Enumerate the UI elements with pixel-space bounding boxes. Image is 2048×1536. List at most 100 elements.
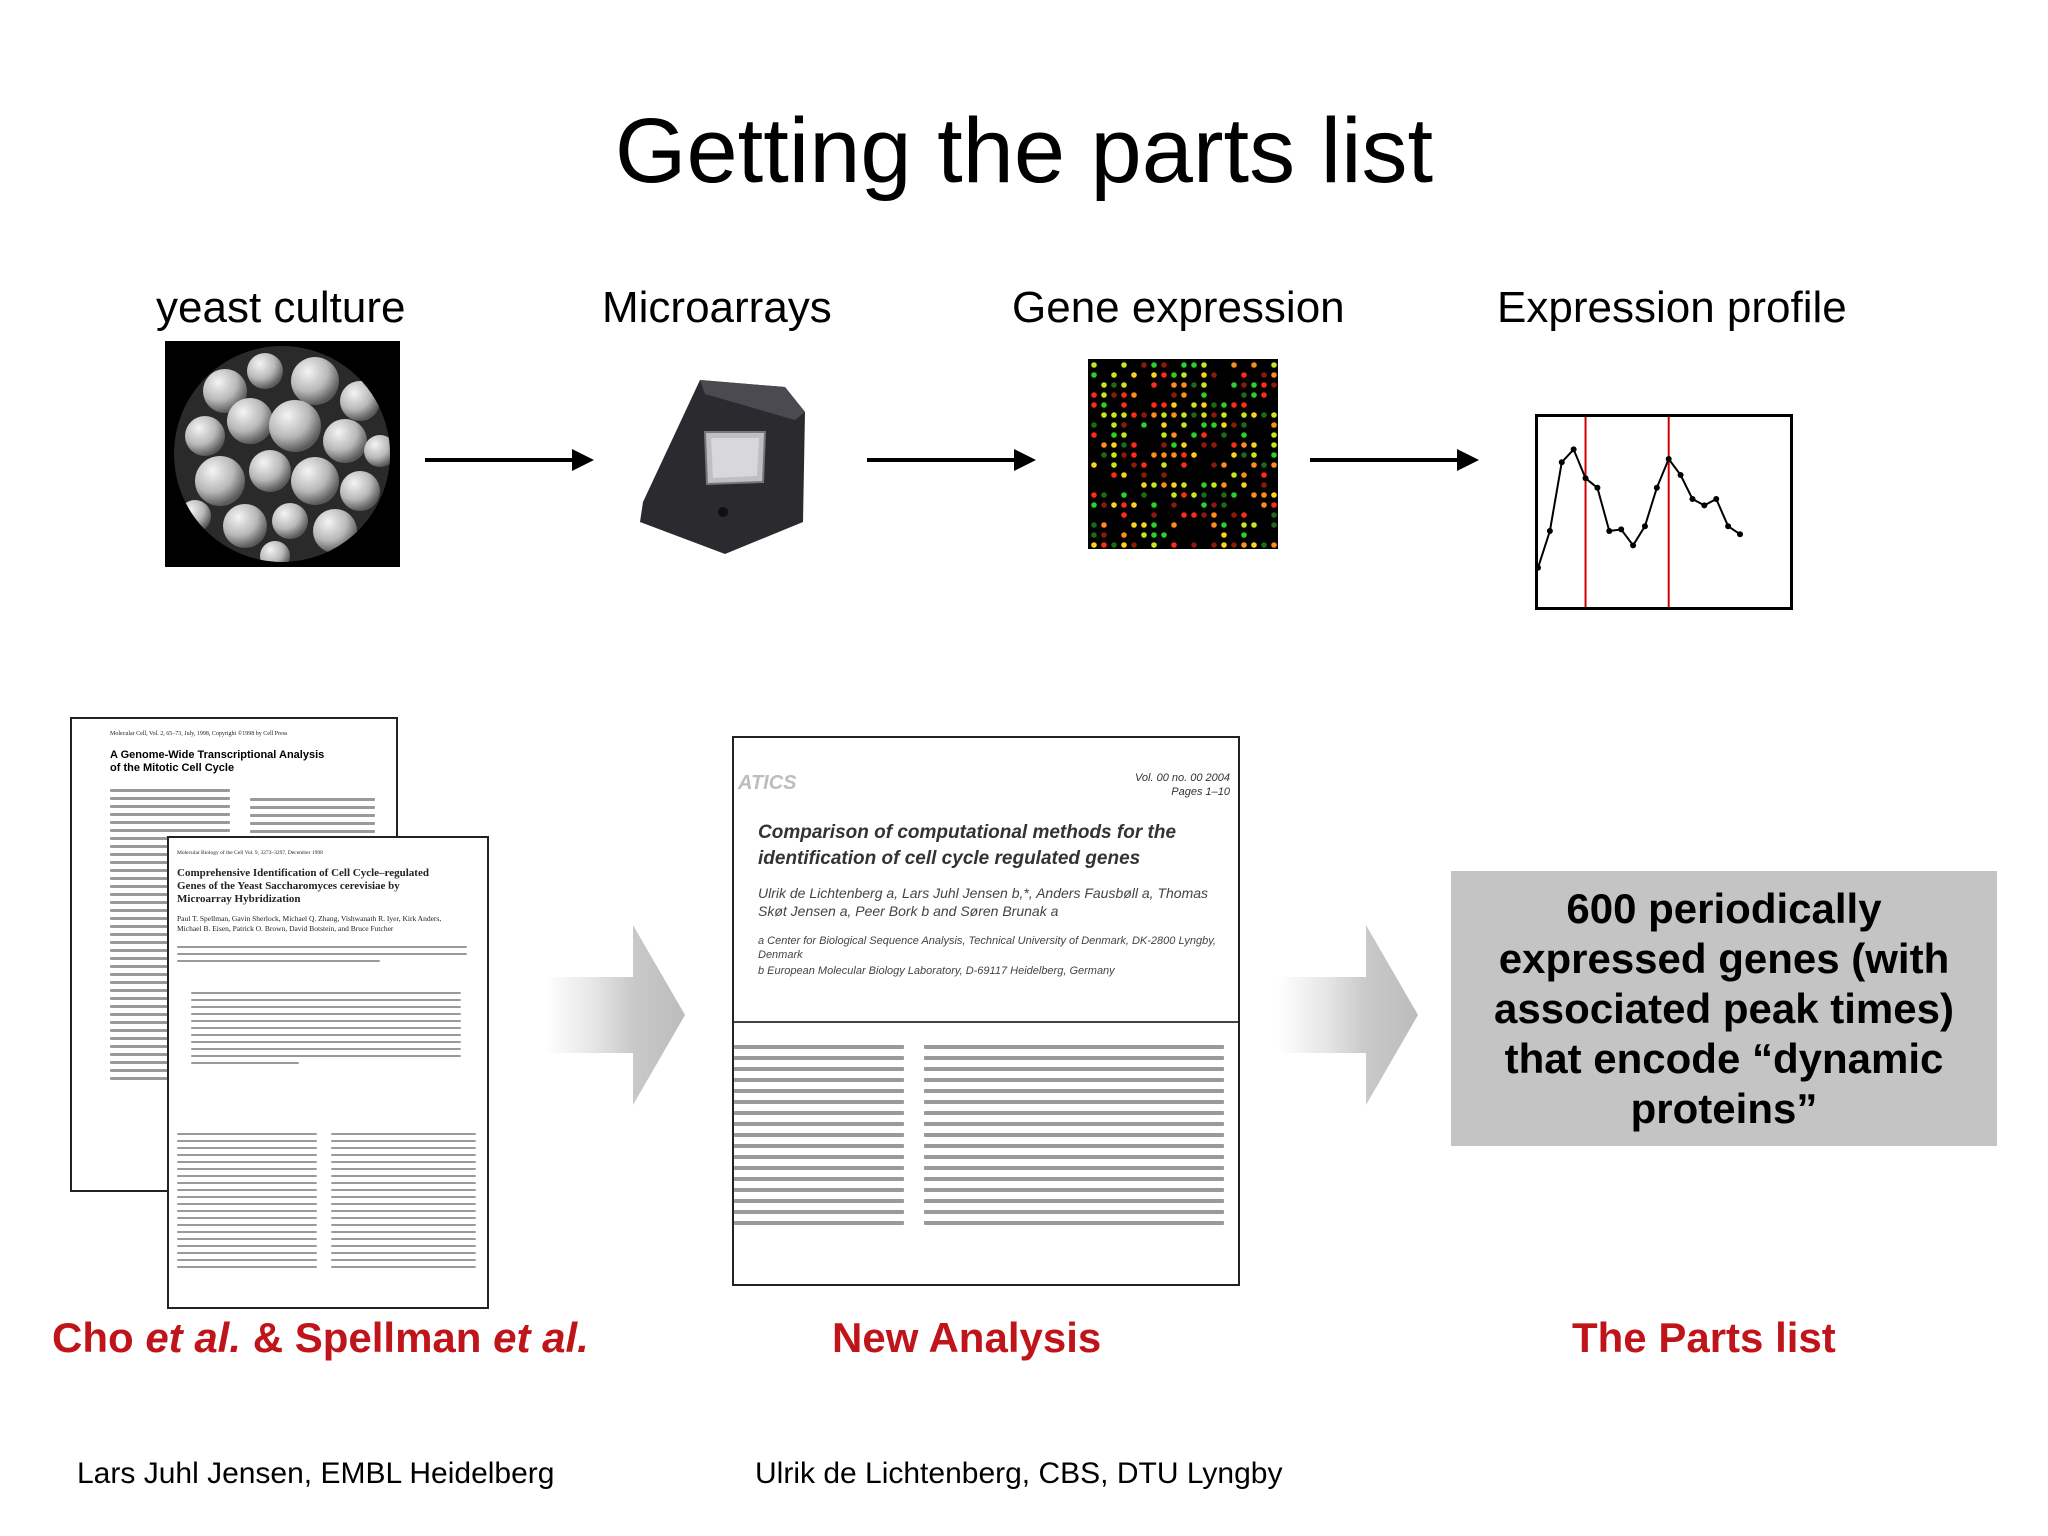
- expression-profile-point: [1570, 446, 1577, 453]
- paper-cho-header: Molecular Cell, Vol. 2, 65–73, July, 199…: [110, 731, 288, 737]
- microarray-spot: [1151, 482, 1157, 488]
- paper-spellman-body-right: [331, 1128, 476, 1273]
- microarray-spot: [1101, 522, 1107, 528]
- microarray-spot: [1141, 532, 1147, 538]
- microarray-spot: [1121, 382, 1127, 388]
- paper-spellman-body-left: [177, 1128, 317, 1273]
- microarray-spot: [1111, 382, 1117, 388]
- arrow-right-icon: [867, 449, 1036, 471]
- microarray-spot: [1271, 462, 1277, 468]
- stage-label-expression-profile: Expression profile: [1497, 283, 1847, 332]
- stage-label-yeast-culture: yeast culture: [156, 283, 406, 332]
- microarray-spot: [1111, 372, 1117, 378]
- microarray-spot: [1151, 542, 1157, 548]
- microarray-spot: [1111, 392, 1117, 398]
- microarray-spot: [1241, 372, 1247, 378]
- paper-new-analysis-title: Comparison of computational methods for …: [758, 822, 1177, 869]
- microarray-spot: [1201, 392, 1207, 398]
- microarray-spot: [1111, 472, 1117, 478]
- microarray-spot: [1261, 372, 1267, 378]
- microarray-spot: [1171, 542, 1177, 548]
- microarray-spot: [1231, 452, 1237, 458]
- microarray-spot: [1201, 402, 1207, 408]
- parts-list-result-box: 600 periodically expressed genes (with a…: [1451, 871, 1997, 1146]
- label-cho-text: Cho: [52, 1314, 146, 1361]
- microarray-spot: [1101, 532, 1107, 538]
- microarray-spot: [1181, 422, 1187, 428]
- microarray-spot: [1181, 482, 1187, 488]
- microarray-spot: [1091, 522, 1097, 528]
- microarray-spot: [1241, 472, 1247, 478]
- microarray-spot: [1241, 402, 1247, 408]
- microarray-spot: [1171, 412, 1177, 418]
- expression-profile-point: [1594, 484, 1601, 491]
- microarray-spot: [1231, 492, 1237, 498]
- microarray-spot: [1251, 412, 1257, 418]
- microarray-spot: [1241, 412, 1247, 418]
- microarray-spot: [1101, 542, 1107, 548]
- microarray-spot: [1181, 512, 1187, 518]
- paper-spellman-title: Comprehensive Identification of Cell Cyc…: [177, 867, 429, 905]
- expression-profile-point: [1582, 475, 1589, 482]
- microarray-spot: [1201, 422, 1207, 428]
- microarray-spot: [1091, 532, 1097, 538]
- microarray-spot: [1181, 412, 1187, 418]
- microarray-spot: [1141, 462, 1147, 468]
- microarray-spot: [1141, 412, 1147, 418]
- microarray-spot: [1121, 422, 1127, 428]
- microarray-spot: [1271, 512, 1277, 518]
- microarray-spot: [1211, 412, 1217, 418]
- microarray-spot: [1251, 452, 1257, 458]
- gray-arrow-icon: [545, 925, 685, 1105]
- microarray-spot: [1191, 362, 1197, 368]
- microarray-spot: [1121, 362, 1127, 368]
- microarray-spot: [1211, 482, 1217, 488]
- microarray-spot: [1131, 522, 1137, 528]
- microarray-spot: [1171, 372, 1177, 378]
- microarray-spot: [1231, 362, 1237, 368]
- microarray-spot: [1121, 442, 1127, 448]
- expression-profile-point: [1535, 564, 1541, 571]
- microarray-spot: [1111, 432, 1117, 438]
- microarray-spot: [1241, 482, 1247, 488]
- microarray-spot: [1191, 432, 1197, 438]
- microarray-spot: [1181, 372, 1187, 378]
- arrow-right-icon: [425, 449, 594, 471]
- microarray-spot: [1211, 422, 1217, 428]
- microarray-spot: [1111, 412, 1117, 418]
- microarray-spot: [1131, 502, 1137, 508]
- microarray-spot: [1161, 472, 1167, 478]
- microarray-spot: [1141, 482, 1147, 488]
- microarray-spot: [1121, 452, 1127, 458]
- microarray-chip-image: [635, 372, 810, 558]
- microarray-spot: [1251, 392, 1257, 398]
- microarray-spot: [1101, 402, 1107, 408]
- microarray-spot: [1241, 532, 1247, 538]
- microarray-spot: [1271, 362, 1277, 368]
- microarray-spot: [1271, 382, 1277, 388]
- microarray-spot: [1181, 362, 1187, 368]
- microarray-spot: [1201, 382, 1207, 388]
- microarray-spot: [1261, 472, 1267, 478]
- microarray-spot: [1261, 392, 1267, 398]
- microarray-spot: [1181, 462, 1187, 468]
- paper-new-analysis-divider: [734, 1021, 1238, 1023]
- microarray-spot: [1231, 472, 1237, 478]
- microarray-spot: [1261, 462, 1267, 468]
- expression-profile-point: [1630, 542, 1637, 549]
- microarray-spot: [1211, 402, 1217, 408]
- microarray-spot: [1091, 462, 1097, 468]
- microarray-spot: [1201, 482, 1207, 488]
- microarray-spot: [1241, 382, 1247, 388]
- expression-profile-chart: [1535, 414, 1793, 610]
- label-new-analysis: New Analysis: [832, 1314, 1102, 1361]
- microarray-spot: [1151, 502, 1157, 508]
- microarray-spot: [1161, 432, 1167, 438]
- microarray-spot: [1201, 362, 1207, 368]
- expression-profile-point: [1737, 531, 1743, 538]
- microarray-spot: [1241, 522, 1247, 528]
- microarray-spot: [1131, 462, 1137, 468]
- expression-profile-point: [1606, 528, 1613, 534]
- microarray-spot: [1161, 442, 1167, 448]
- microarray-spot: [1201, 442, 1207, 448]
